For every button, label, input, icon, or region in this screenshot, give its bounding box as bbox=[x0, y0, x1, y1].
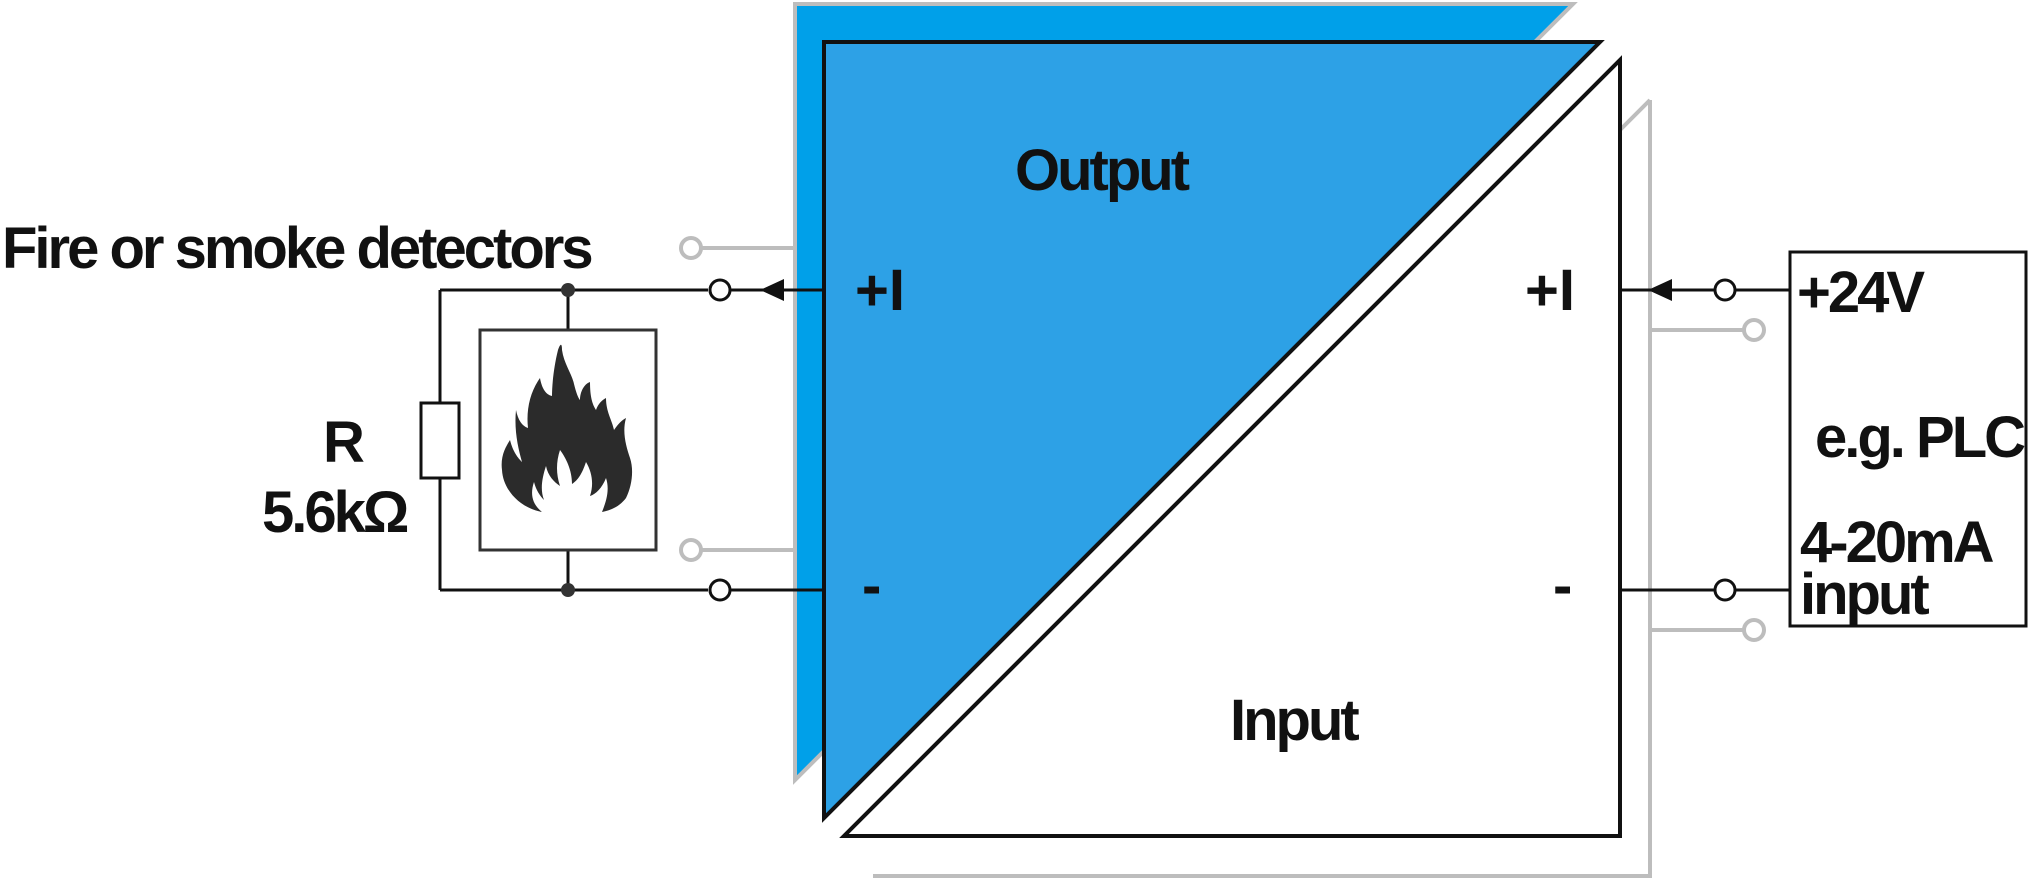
terminal-circle bbox=[679, 236, 703, 260]
input-section bbox=[839, 55, 1622, 838]
plc-name: e.g. PLC bbox=[1815, 405, 2025, 470]
terminal-circle bbox=[679, 538, 703, 562]
input-plus-terminal-label: +I bbox=[1525, 258, 1575, 323]
output-section bbox=[822, 40, 1605, 823]
input-minus-terminal-label: - bbox=[1553, 553, 1572, 618]
output-plus-terminal-label: +I bbox=[855, 258, 905, 323]
terminal-circle bbox=[1713, 278, 1737, 302]
output-minus-terminal-label: - bbox=[862, 553, 881, 618]
flame-icon bbox=[501, 344, 633, 512]
terminal-circle bbox=[1742, 618, 1766, 642]
ghost-input-outline bbox=[873, 100, 1652, 878]
output-current-arrow bbox=[760, 279, 784, 301]
ghost-terminals bbox=[679, 236, 1766, 642]
terminal-circle bbox=[1713, 578, 1737, 602]
terminal-circle bbox=[708, 578, 732, 602]
left-terminals bbox=[708, 278, 732, 602]
right-terminals bbox=[1713, 278, 1737, 602]
input-current-arrow bbox=[1648, 279, 1672, 301]
input-label: Input bbox=[1230, 688, 1359, 753]
resistor-name: R bbox=[323, 410, 364, 475]
junction-dot bbox=[561, 283, 575, 297]
resistor-symbol bbox=[419, 401, 461, 480]
junction-dot bbox=[561, 583, 575, 597]
output-label: Output bbox=[1015, 138, 1190, 203]
terminal-circle bbox=[708, 278, 732, 302]
ghost-input-diagonal bbox=[1618, 98, 1652, 132]
plc-supply-label: +24V bbox=[1797, 260, 1925, 325]
detectors-title: Fire or smoke detectors bbox=[2, 216, 591, 281]
plc-input-range: 4-20mA bbox=[1800, 510, 1994, 575]
resistor-value: 5.6kΩ bbox=[262, 480, 408, 545]
terminal-circle bbox=[1742, 318, 1766, 342]
plc-input-label: input bbox=[1800, 562, 1929, 627]
plc-box bbox=[1788, 250, 2028, 628]
